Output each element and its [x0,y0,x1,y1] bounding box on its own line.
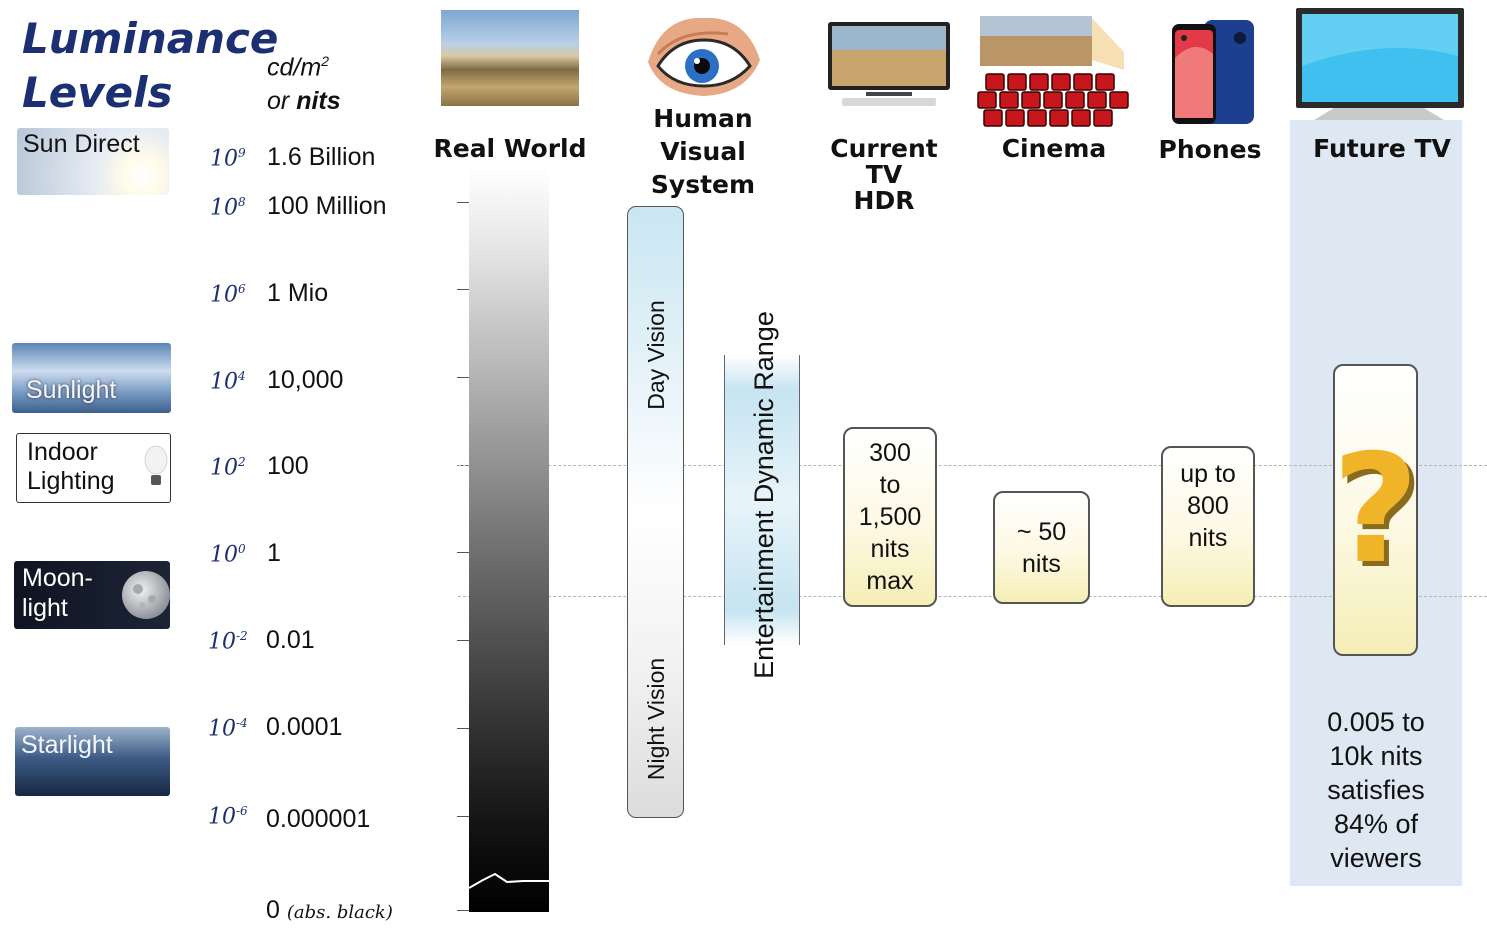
light-bulb-icon [144,445,168,485]
axis-tick [457,816,469,817]
scale-value: 1.6 Billion [267,143,376,171]
moon-icon [122,571,170,619]
axis-tick [457,910,469,911]
scale-exponent: 108 [210,195,246,221]
scale-exponent: 102 [210,455,246,481]
column-header-current-tv-hdr: Current TV HDR [830,134,938,215]
future-tv-icon [1296,8,1464,120]
scale-exponent: 10-4 [208,716,248,742]
axis-tick [457,552,469,553]
night-vision-label: Night Vision [643,657,669,781]
scale-exponent: 106 [210,282,246,308]
tile-moonlight: Moon-light [14,561,170,629]
column-header-phones: Phones [1158,135,1262,164]
tile-sunlight: Sunlight [12,343,171,413]
question-mark-icon: ? [1332,423,1420,597]
scale-value: 1 [267,539,281,567]
future-tv-note: 0.005 to 10k nits satisfies 84% of viewe… [1327,707,1425,873]
column-header-real-world: Real World [433,134,587,163]
tile-indoor-lighting: Indoor Lighting [16,433,171,503]
scale-exponent: 10-6 [208,804,248,830]
cinema-range-box: ~ 50 nits [993,491,1090,604]
scale-exponent: 104 [210,369,246,395]
cinema-icon [977,16,1129,127]
axis-tick [457,289,469,290]
entertainment-range-bar [724,355,800,645]
scale-value: 1 Mio [267,279,329,307]
tile-starlight: Starlight [15,727,170,796]
tile-sun-direct: Sun Direct [17,128,169,195]
unit-label: cd/m2 or nits [267,53,341,116]
scale-value: 0.01 [266,626,315,654]
landscape-image [441,10,579,106]
scale-exponent: 109 [210,146,246,172]
real-world-gradient-bar [469,168,549,912]
scale-exponent: 100 [210,542,246,568]
phones-range-box: up to 800 nits [1161,446,1255,607]
scale-value: 10,000 [267,366,344,394]
scale-value: 0.000001 [266,805,371,833]
scale-exponent: 10-2 [208,629,248,655]
scale-value: 0.0001 [266,713,343,741]
current-tv-range-box: 300 to 1,500 nits max [843,427,937,607]
day-vision-label: Day Vision [643,300,669,410]
entertainment-range-label: Entertainment Dynamic Range [749,311,779,679]
dashed-line-lower [458,596,1487,597]
zero-label: 0 (abs. black) [266,896,393,924]
phones-icon [1172,20,1254,124]
real-world-curve [469,872,549,889]
scale-value: 100 Million [267,192,387,220]
eye-icon [648,17,760,97]
axis-tick [457,202,469,203]
column-header-future-tv: Future TV [1313,134,1451,163]
column-header-cinema: Cinema [1001,134,1107,163]
axis-tick [457,728,469,729]
column-header-human-visual-system: Human Visual System [650,104,756,199]
page-title: Luminance Levels [22,14,279,117]
future-tv-range-box: ? [1332,364,1420,656]
scale-value: 100 [267,452,309,480]
dashed-line-upper [458,465,1487,466]
human-vision-bar [627,206,684,818]
axis-tick [457,377,469,378]
axis-tick [457,640,469,641]
tv-icon [828,22,950,106]
